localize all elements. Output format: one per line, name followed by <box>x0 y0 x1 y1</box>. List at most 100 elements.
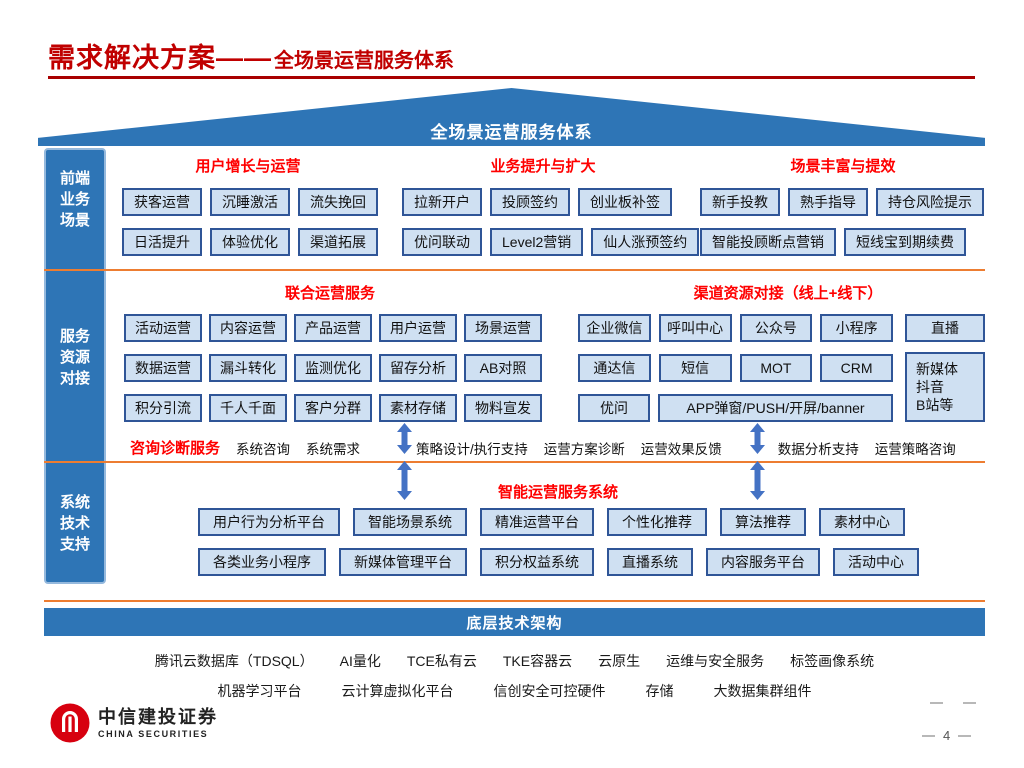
service-box: 客户分群 <box>294 394 372 422</box>
system-box: 积分权益系统 <box>480 548 594 576</box>
box-row: 优问 APP弹窗/PUSH/开屏/banner <box>578 394 893 422</box>
service-box: 场景运营 <box>464 314 542 342</box>
system-row: 各类业务小程序新媒体管理平台积分权益系统直播系统内容服务平台活动中心 <box>198 548 919 576</box>
section-header-user-growth: 用户增长与运营 <box>195 158 301 175</box>
rail-label-service-resources: 服务 资源 对接 <box>59 328 90 387</box>
channel-box: 通达信 <box>578 354 651 382</box>
tech-item: 存储 <box>645 683 674 699</box>
dash <box>922 735 935 737</box>
company-logo: 中信建投证券 CHINA SECURITIES <box>50 703 218 743</box>
company-name-en: CHINA SECURITIES <box>98 729 209 739</box>
service-box: 用户运营 <box>379 314 457 342</box>
service-box: 流失挽回 <box>298 188 378 216</box>
consulting-strip: 咨询诊断服务 系统咨询系统需求 策略设计/执行支持运营方案诊断运营效果反馈 数据… <box>130 437 956 458</box>
dash <box>958 735 972 737</box>
service-box: 积分引流 <box>124 394 202 422</box>
tech-item: 大数据集群组件 <box>713 683 812 699</box>
box-row: 日活提升体验优化渠道拓展 <box>122 228 378 256</box>
dash <box>963 702 976 704</box>
box-row: 拉新开户投顾签约创业板补签 <box>402 188 699 216</box>
tech-item: TKE容器云 <box>502 653 573 669</box>
service-box: 熟手指导 <box>788 188 868 216</box>
service-box: 数据运营 <box>124 354 202 382</box>
service-box: 短线宝到期续费 <box>844 228 966 256</box>
service-box: 创业板补签 <box>578 188 672 216</box>
channel-box-app-push: APP弹窗/PUSH/开屏/banner <box>658 394 893 422</box>
system-box: 新媒体管理平台 <box>339 548 467 576</box>
consult-item: 运营策略咨询 <box>874 441 956 457</box>
section-header-smart-operation: 智能运营服务系统 <box>497 484 619 501</box>
page-number-value: 4 <box>943 728 951 743</box>
tech-item: 机器学习平台 <box>217 683 302 699</box>
service-box: 内容运营 <box>209 314 287 342</box>
consult-item: 运营效果反馈 <box>640 441 722 457</box>
service-box: 投顾签约 <box>490 188 570 216</box>
service-box: 拉新开户 <box>402 188 482 216</box>
tech-item: 运维与安全服务 <box>666 653 765 669</box>
service-box: 物料宣发 <box>464 394 542 422</box>
consult-item: 系统需求 <box>306 441 361 457</box>
section-header-scene-efficiency: 场景丰富与提效 <box>790 158 896 175</box>
box-row: 新手投教熟手指导持仓风险提示 <box>700 188 984 216</box>
rail-label-frontend-scenes: 前端 业务 场景 <box>59 170 90 229</box>
group-scene-efficiency: 新手投教熟手指导持仓风险提示 智能投顾断点营销短线宝到期续费 <box>700 188 984 268</box>
dash <box>930 702 943 704</box>
rail-label-system-support: 系统 技术 支持 <box>59 494 90 553</box>
tech-item: 云计算虚拟化平台 <box>341 683 454 699</box>
channel-box: MOT <box>739 354 813 382</box>
double-arrow-icon <box>750 423 765 454</box>
channel-box-new-media: 新媒体 抖音 B站等 <box>905 352 985 422</box>
channel-box-youwen: 优问 <box>578 394 650 422</box>
service-box: 优问联动 <box>402 228 482 256</box>
service-box: 产品运营 <box>294 314 372 342</box>
section-header-business-expand: 业务提升与扩大 <box>490 158 596 175</box>
roof-banner: 全场景运营服务体系 <box>38 88 985 146</box>
service-box: 监测优化 <box>294 354 372 382</box>
service-box: 持仓风险提示 <box>876 188 984 216</box>
service-box: 体验优化 <box>210 228 290 256</box>
title-underline <box>48 76 975 79</box>
company-name-cn: 中信建投证券 <box>98 707 218 727</box>
consult-item: 运营方案诊断 <box>543 441 625 457</box>
system-box: 精准运营平台 <box>480 508 594 536</box>
tech-item: AI量化 <box>339 653 381 669</box>
system-box: 内容服务平台 <box>706 548 820 576</box>
section-header-joint-operation: 联合运营服务 <box>284 285 376 302</box>
system-box: 算法推荐 <box>720 508 806 536</box>
company-logo-icon <box>50 703 90 743</box>
service-box: Level2营销 <box>490 228 584 256</box>
consult-item: 系统咨询 <box>236 441 291 457</box>
channel-box: 短信 <box>658 354 732 382</box>
system-box: 素材中心 <box>819 508 905 536</box>
service-box: 千人千面 <box>209 394 287 422</box>
box-row: 积分引流千人千面客户分群素材存储物料宣发 <box>124 394 542 422</box>
service-box: 获客运营 <box>122 188 202 216</box>
service-box: AB对照 <box>464 354 542 382</box>
box-row: 智能投顾断点营销短线宝到期续费 <box>700 228 984 256</box>
title-sub: 全场景运营服务体系 <box>274 50 454 72</box>
divider-line <box>44 600 985 602</box>
page-number-decoration <box>930 702 976 704</box>
base-tech-bar: 底层技术架构 <box>44 608 985 636</box>
service-box: 留存分析 <box>379 354 457 382</box>
channel-box: 呼叫中心 <box>658 314 732 342</box>
system-box: 直播系统 <box>607 548 693 576</box>
divider-line <box>44 461 985 463</box>
tech-item: 腾讯云数据库（TDSQL） <box>154 653 314 669</box>
service-box: 沉睡激活 <box>210 188 290 216</box>
tech-item: 信创安全可控硬件 <box>493 683 606 699</box>
left-rail: 前端 业务 场景 服务 资源 对接 系统 技术 支持 <box>44 148 106 584</box>
service-box: 漏斗转化 <box>209 354 287 382</box>
channel-box: 公众号 <box>739 314 813 342</box>
divider-line <box>44 269 985 271</box>
double-arrow-icon <box>397 423 412 454</box>
double-arrow-icon <box>750 461 765 500</box>
